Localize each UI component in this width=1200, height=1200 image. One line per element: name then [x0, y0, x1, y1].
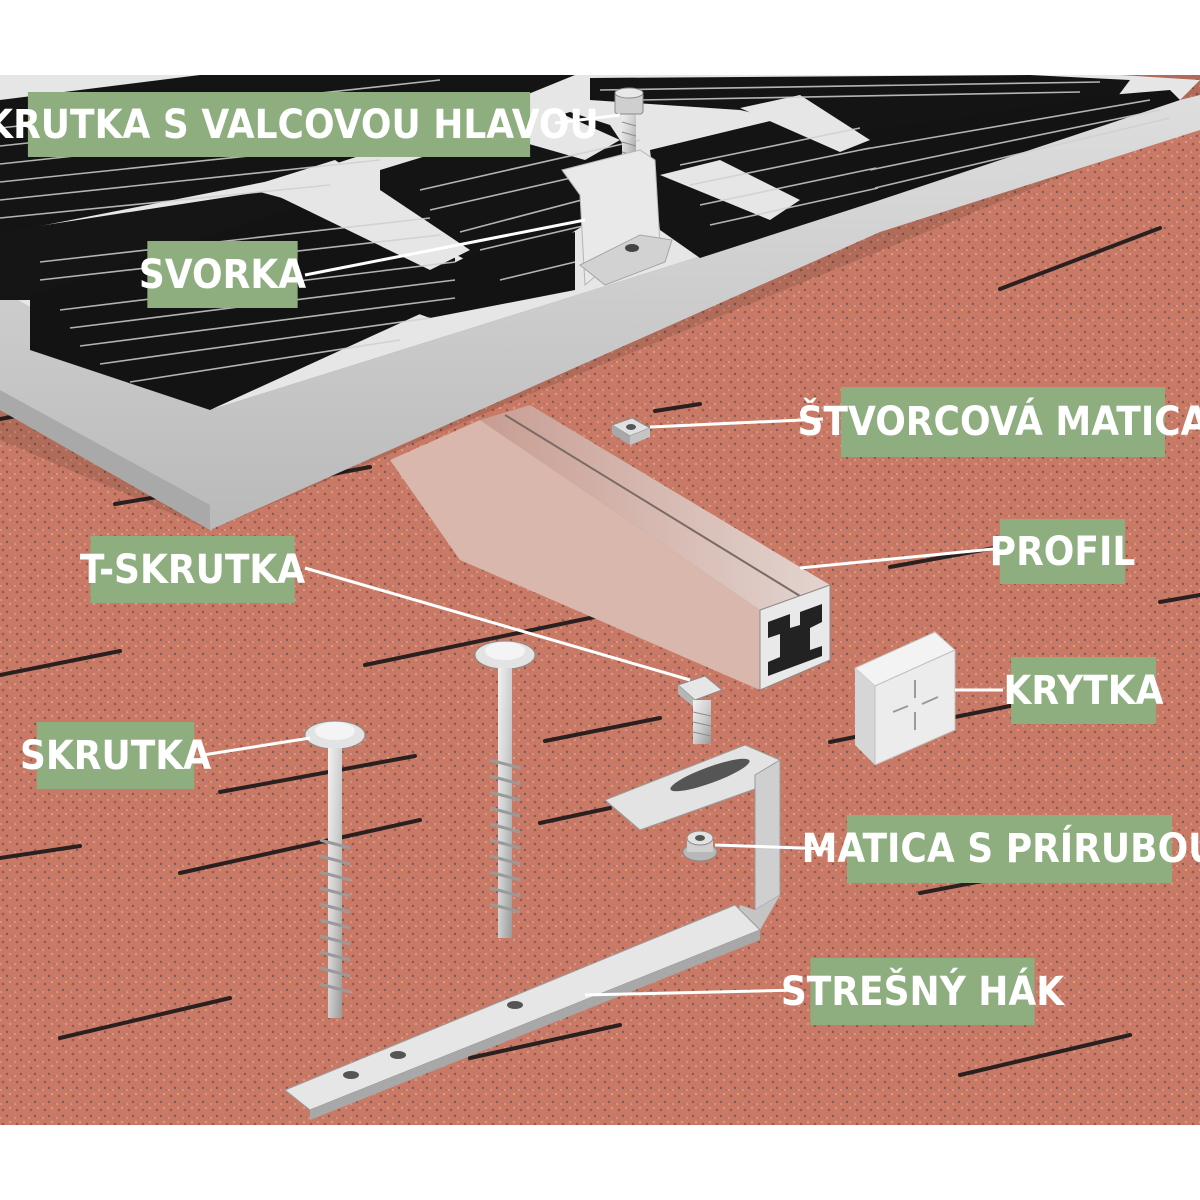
leader-flange-nut: [714, 843, 830, 851]
leader-screw-cylinder-head: [554, 113, 621, 125]
roof-hook-part: [284, 744, 781, 1120]
leader-clamp: [304, 218, 586, 277]
rail-side: [390, 420, 760, 690]
wood-screw-right: [474, 640, 536, 938]
leader-lines: [202, 113, 1003, 997]
label-screw-cylinder-head: SKRUTKA S VALCOVOU HLAVOU: [0, 92, 599, 157]
hook-slot: [670, 758, 750, 792]
hook-vertical: [754, 759, 781, 911]
label-profile: PROFIL: [990, 519, 1135, 584]
label-roof-hook: STREŠNÝ HÁK: [781, 958, 1064, 1025]
rail-profile: [390, 405, 831, 691]
flange-nut-part: [682, 830, 718, 862]
label-clamp: SVORKA: [139, 241, 306, 308]
label-screw: SKRUTKA: [20, 722, 211, 789]
rail-slot-shape: [768, 604, 822, 676]
t-bolt-part: [677, 675, 723, 744]
leader-roof-hook: [584, 988, 799, 997]
label-square-nut: ŠTVORCOVÁ MATICA: [797, 387, 1200, 457]
leader-screw: [202, 736, 311, 757]
panel-busbars: [0, 79, 1171, 383]
clamp-assembly: [561, 87, 673, 287]
leader-profile: [799, 547, 994, 570]
label-t-bolt: T-SKRUTKA: [80, 536, 305, 603]
wood-screw-left: [304, 720, 366, 1018]
square-nut: [610, 417, 652, 445]
label-end-cap: KRYTKA: [1003, 657, 1164, 724]
clamp-hole: [625, 244, 639, 252]
clamp-foot: [579, 234, 673, 286]
panel-frame-front: [0, 95, 1200, 530]
leader-square-nut: [649, 417, 824, 429]
end-cap-part: [854, 631, 956, 766]
label-flange-nut: MATICA S PRÍRUBOU: [802, 815, 1200, 883]
panel-frame-edge: [0, 390, 210, 530]
leader-t-bolt: [304, 566, 691, 682]
